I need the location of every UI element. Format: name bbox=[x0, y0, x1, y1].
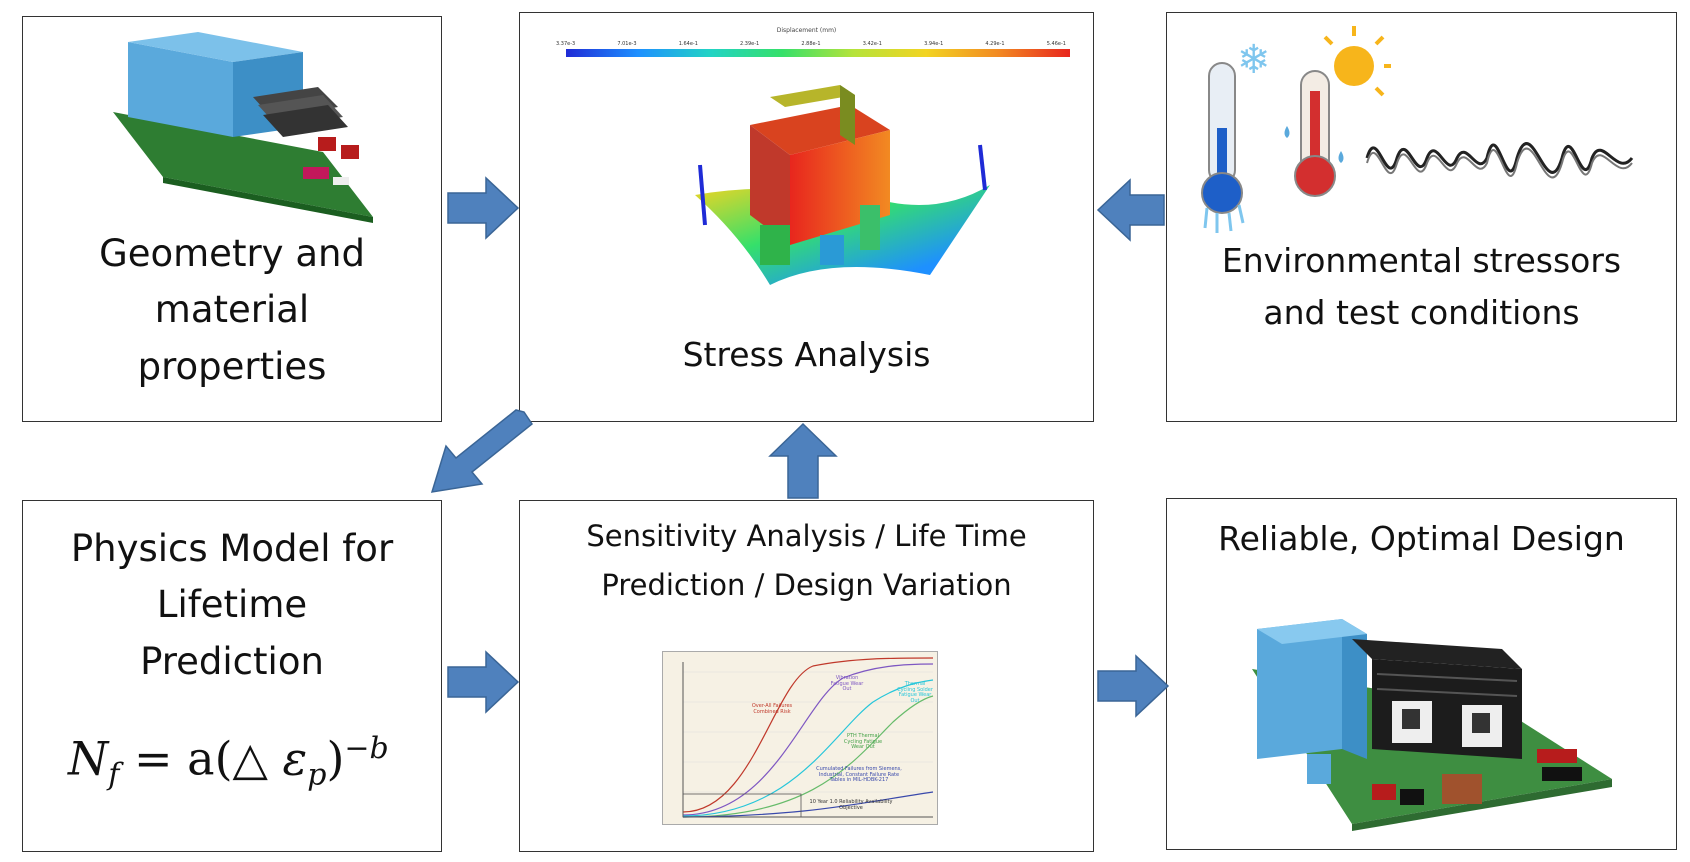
curve-label-thermal: Thermal Cycling Solder Fatigue Wear Out bbox=[897, 681, 933, 704]
environment-line-1: Environmental stressors bbox=[1221, 241, 1622, 280]
geometry-box: Geometry and material properties bbox=[22, 16, 442, 422]
physics-line-1: Physics Model for bbox=[70, 527, 394, 570]
reliability-plot-image: Over-All Failures Combined Risk Vibratio… bbox=[662, 651, 938, 825]
geometry-line-2: material bbox=[154, 288, 310, 332]
formula-f-sub: f bbox=[108, 757, 120, 793]
formula-p-sub: p bbox=[307, 757, 327, 793]
environment-box: ❄ Environmental stressors and test condi… bbox=[1166, 12, 1677, 422]
colorbar bbox=[566, 49, 1070, 57]
colorbar-tick: 3.37e-3 bbox=[556, 41, 576, 47]
hot-thermometer-icon bbox=[1284, 26, 1391, 197]
cold-thermometer-icon: ❄ bbox=[1201, 37, 1271, 233]
colorbar-tick: 3.94e-1 bbox=[924, 41, 944, 47]
formula-close: ) bbox=[326, 731, 345, 786]
sensitivity-line-2: Prediction / Design Variation bbox=[601, 567, 1012, 602]
arrow-geometry-to-stress bbox=[447, 176, 520, 240]
pcb-model-image bbox=[113, 32, 373, 223]
colorbar-tick: 5.46e-1 bbox=[1046, 41, 1066, 47]
colorbar-ticks: 3.37e-3 7.01e-3 1.64e-1 2.39e-1 2.88e-1 … bbox=[556, 41, 1066, 47]
pcb-prototype-image bbox=[1252, 619, 1612, 831]
vibration-wave-icon bbox=[1365, 142, 1634, 179]
arrow-stress-to-physics bbox=[430, 409, 534, 493]
formula-delta: △ ε bbox=[232, 731, 308, 786]
colorbar-tick: 2.39e-1 bbox=[740, 41, 760, 47]
arrow-sensitivity-to-stress bbox=[768, 422, 838, 499]
curve-label-objective: 10 Year 1.0 Reliability Availability Obj… bbox=[809, 799, 893, 811]
colorbar-tick: 3.42e-1 bbox=[862, 41, 882, 47]
geometry-line-3: properties bbox=[137, 344, 327, 388]
lifetime-formula: Nf = a(△ εp)−b bbox=[68, 731, 389, 793]
stress-analysis-title: Stress Analysis bbox=[682, 335, 931, 374]
reliable-design-box: Reliable, Optimal Design bbox=[1166, 498, 1677, 850]
physics-model-box: Physics Model for Lifetime Prediction Nf… bbox=[22, 500, 442, 852]
colorbar-tick: 2.88e-1 bbox=[801, 41, 821, 47]
curve-label-cumulated: Cumulated Failures from Siemens, Industr… bbox=[816, 766, 902, 783]
curve-label-pth: PTH Thermal Cycling Fatigue Wear Out bbox=[843, 733, 883, 750]
formula-exp: −b bbox=[344, 731, 389, 766]
stress-analysis-box: Displacement (mm) 3.37e-3 7.01e-3 1.64e-… bbox=[519, 12, 1094, 422]
environment-line-2: and test conditions bbox=[1263, 292, 1580, 332]
arrow-sensitivity-to-reliable bbox=[1097, 654, 1170, 718]
arrow-physics-to-sensitivity bbox=[447, 650, 520, 714]
physics-line-2: Lifetime bbox=[156, 583, 308, 627]
sensitivity-line-1: Sensitivity Analysis / Life Time bbox=[586, 519, 1027, 553]
svg-text:❄: ❄ bbox=[1237, 37, 1271, 83]
reliable-design-title: Reliable, Optimal Design bbox=[1218, 519, 1625, 558]
physics-line-3: Prediction bbox=[140, 639, 324, 683]
curve-label-overall: Over-All Failures Combined Risk bbox=[751, 703, 793, 715]
colorbar-title: Displacement (mm) bbox=[776, 27, 837, 34]
colorbar-tick: 7.01e-3 bbox=[617, 41, 637, 47]
colorbar-tick: 1.64e-1 bbox=[678, 41, 698, 47]
curve-label-vibration: Vibration Fatigue Wear Out bbox=[830, 675, 864, 692]
formula-n: N bbox=[68, 731, 109, 786]
sensitivity-box: Sensitivity Analysis / Life Time Predict… bbox=[519, 500, 1094, 852]
geometry-line-1: Geometry and bbox=[99, 232, 365, 275]
arrow-environment-to-stress bbox=[1096, 178, 1165, 242]
stress-model-image bbox=[695, 85, 990, 285]
colorbar-tick: 4.29e-1 bbox=[985, 41, 1005, 47]
formula-eq: = a( bbox=[133, 731, 233, 786]
